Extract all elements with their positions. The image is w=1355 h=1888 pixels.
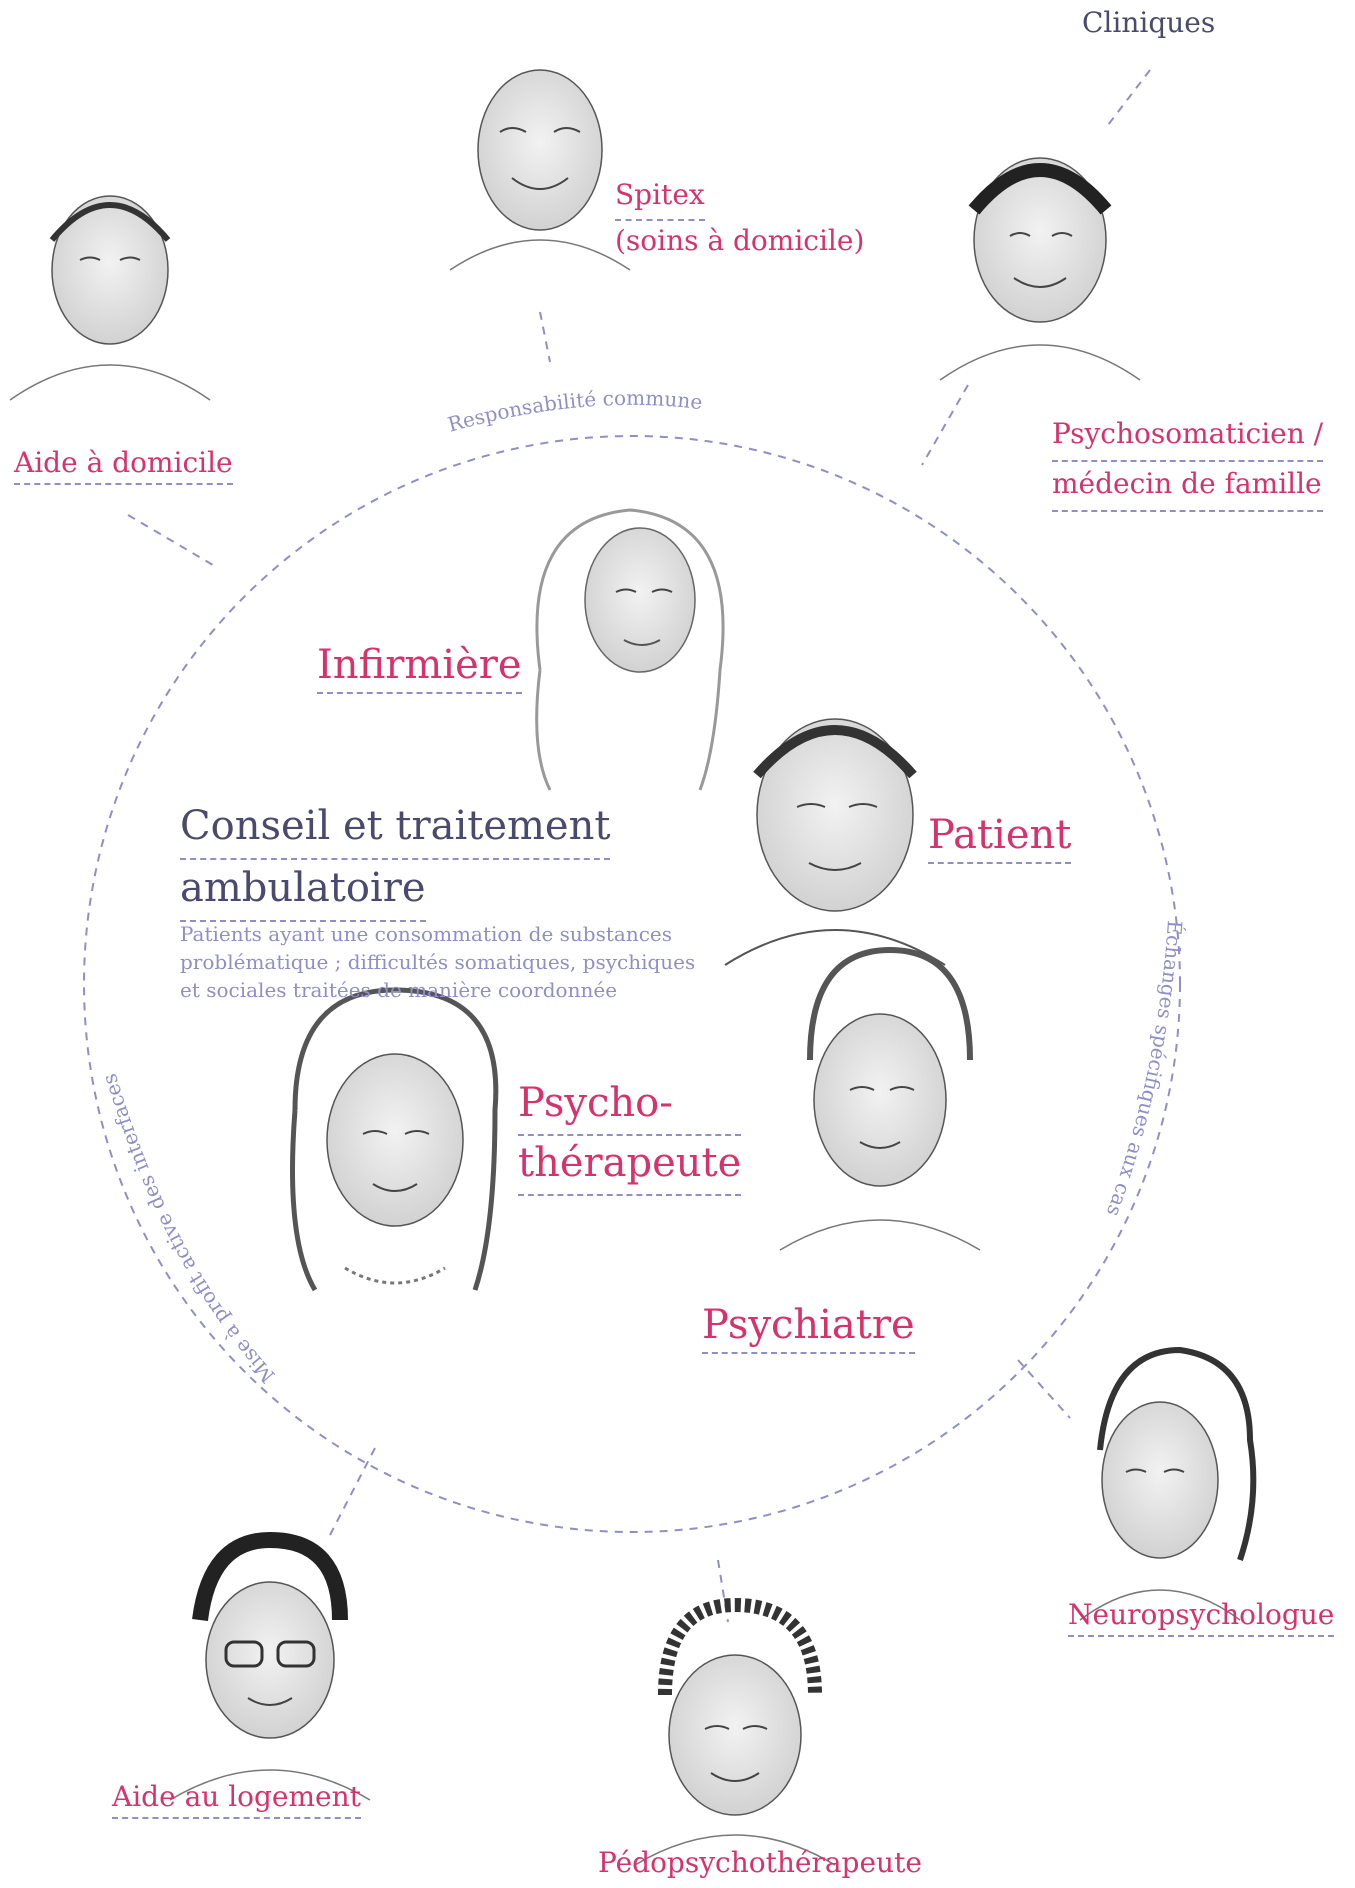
portrait-home-help [9,195,211,401]
label-spitex-line2: (soins à domicile) [615,224,865,257]
label-psychosomatic-line1: Psychosomaticien / [1052,412,1324,462]
label-psychosomatic: Psychosomaticien / médecin de famille [1052,412,1324,512]
label-spitex-line1: Spitex [615,175,705,221]
connector-spitex [539,311,551,363]
center-description-line3: et sociales traitées de manière coordonn… [180,978,618,1002]
center-title-line1: Conseil et traitement [180,798,611,860]
label-child-psych: Pédopsychothérapeute [598,1846,922,1879]
portrait-psychotherapist [290,987,499,1292]
label-psychotherapist: Psycho- thérapeute [518,1076,742,1196]
portrait-patient [724,718,946,966]
label-spitex: Spitex (soins à domicile) [615,175,864,261]
label-neuropsych: Neuropsychologue [1068,1598,1335,1637]
circle-label-top: Responsabilité commune [445,386,704,437]
label-housing: Aide au logement [112,1780,361,1819]
label-nurse: Infirmière [317,642,522,694]
center-description-line1: Patients ayant une consommation de subst… [180,922,673,946]
label-clinics: Cliniques [1082,6,1216,39]
portrait-psychiatrist [779,946,981,1251]
collaboration-circle [83,435,1181,1533]
center-description: Patients ayant une consommation de subst… [180,920,695,1004]
label-psychotherapist-line1: Psycho- [518,1076,742,1136]
connector-psychosomatic [921,384,969,466]
label-psychosomatic-line2: médecin de famille [1052,462,1324,512]
label-psychotherapist-line2: thérapeute [518,1136,742,1196]
label-patient: Patient [928,812,1072,864]
label-psychiatrist: Psychiatre [702,1302,915,1354]
portrait-nurse [535,508,725,791]
portrait-child-psych [634,1597,836,1866]
label-home-help: Aide à domicile [14,446,233,485]
center-title-line2: ambulatoire [180,860,426,922]
center-title: Conseil et traitement ambulatoire [180,798,611,922]
portrait-spitex [449,69,631,271]
portrait-neuropsych [1079,1346,1257,1621]
connector-clinics [1107,69,1151,126]
circle-label-left: Mise à profit active des interfaces [97,1071,280,1388]
connector-housing [329,1447,376,1536]
connector-home-help [127,514,219,569]
portrait-psychosomatic [939,157,1141,381]
center-description-line2: problématique ; difficultés somatiques, … [180,950,696,974]
connector-neuropsych [1017,1359,1071,1419]
connector-lines [127,69,1151,1623]
portrait-housing [169,1531,371,1801]
circle-label-right: Échanges spécifiques aux cas [1102,920,1187,1220]
